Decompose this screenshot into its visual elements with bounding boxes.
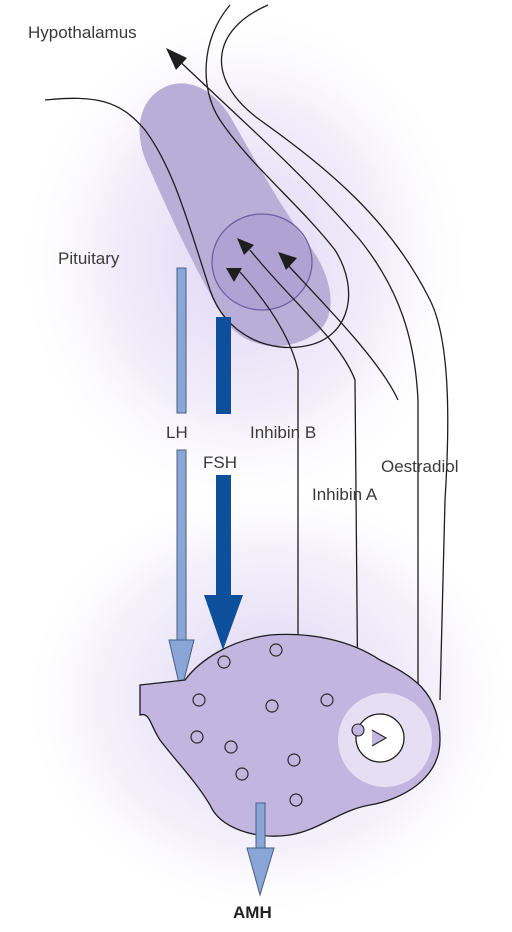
small-follicle bbox=[236, 768, 248, 780]
small-follicle bbox=[266, 700, 278, 712]
small-follicle bbox=[225, 741, 237, 753]
label-lh: LH bbox=[166, 423, 188, 442]
label-hypothalamus: Hypothalamus bbox=[28, 23, 137, 42]
oocyte bbox=[352, 724, 364, 736]
small-follicle bbox=[191, 731, 203, 743]
small-follicle bbox=[270, 644, 282, 656]
anterior-pituitary-circle bbox=[212, 214, 312, 310]
small-follicle bbox=[218, 656, 230, 668]
label-fsh: FSH bbox=[203, 453, 237, 472]
label-pituitary: Pituitary bbox=[58, 249, 120, 268]
label-inhibin-b: Inhibin B bbox=[250, 423, 316, 442]
small-follicle bbox=[288, 754, 300, 766]
label-oestradiol: Oestradiol bbox=[381, 457, 458, 476]
small-follicle bbox=[321, 694, 333, 706]
small-follicle bbox=[290, 794, 302, 806]
small-follicle bbox=[193, 694, 205, 706]
label-inhibin-a: Inhibin A bbox=[312, 485, 378, 504]
label-amh: AMH bbox=[233, 903, 272, 922]
